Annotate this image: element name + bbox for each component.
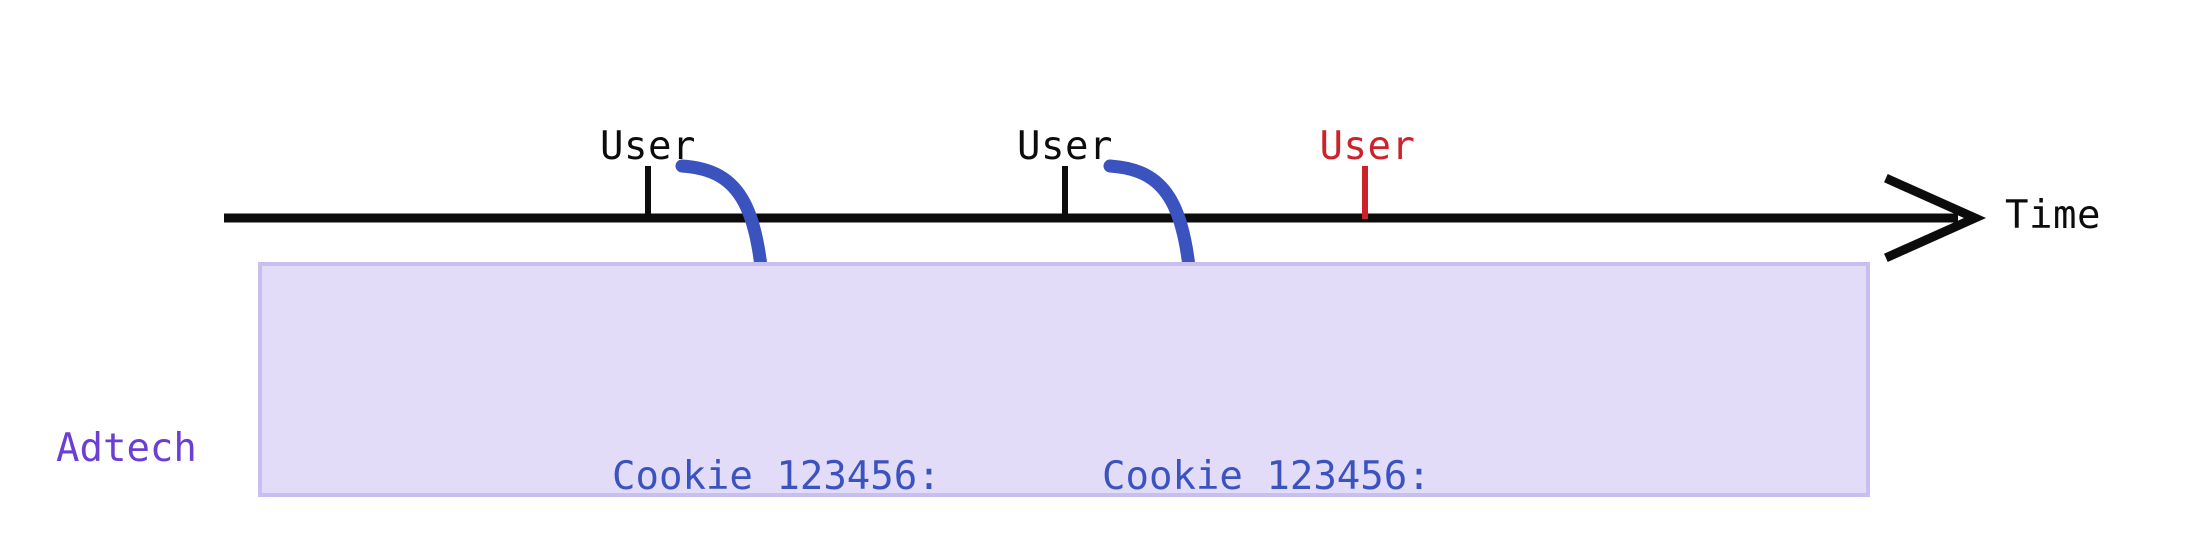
adtech-server-label: Adtech server bbox=[56, 330, 256, 534]
adtech-server-label-line1: Adtech bbox=[56, 426, 197, 472]
event-label-clear-data-line1: User bbox=[1319, 124, 1416, 170]
log-entry-converted-line1: Cookie 123456: bbox=[1102, 453, 1431, 499]
log-entry-ad-clicked: Cookie 123456: Ad clicked bbox=[612, 352, 941, 534]
adtech-server-box: Cookie 123456: Ad clicked Cookie 123456:… bbox=[258, 262, 1870, 499]
time-axis-label: Time bbox=[2005, 193, 2101, 238]
event-label-conversion-line1: User bbox=[1017, 124, 1113, 170]
log-entry-converted: Cookie 123456: Converted bbox=[1102, 352, 1431, 534]
time-axis-arrowhead-icon bbox=[1884, 174, 1987, 262]
event-label-ad-click-line1: User bbox=[600, 124, 696, 170]
log-entry-ad-clicked-line1: Cookie 123456: bbox=[612, 453, 941, 499]
